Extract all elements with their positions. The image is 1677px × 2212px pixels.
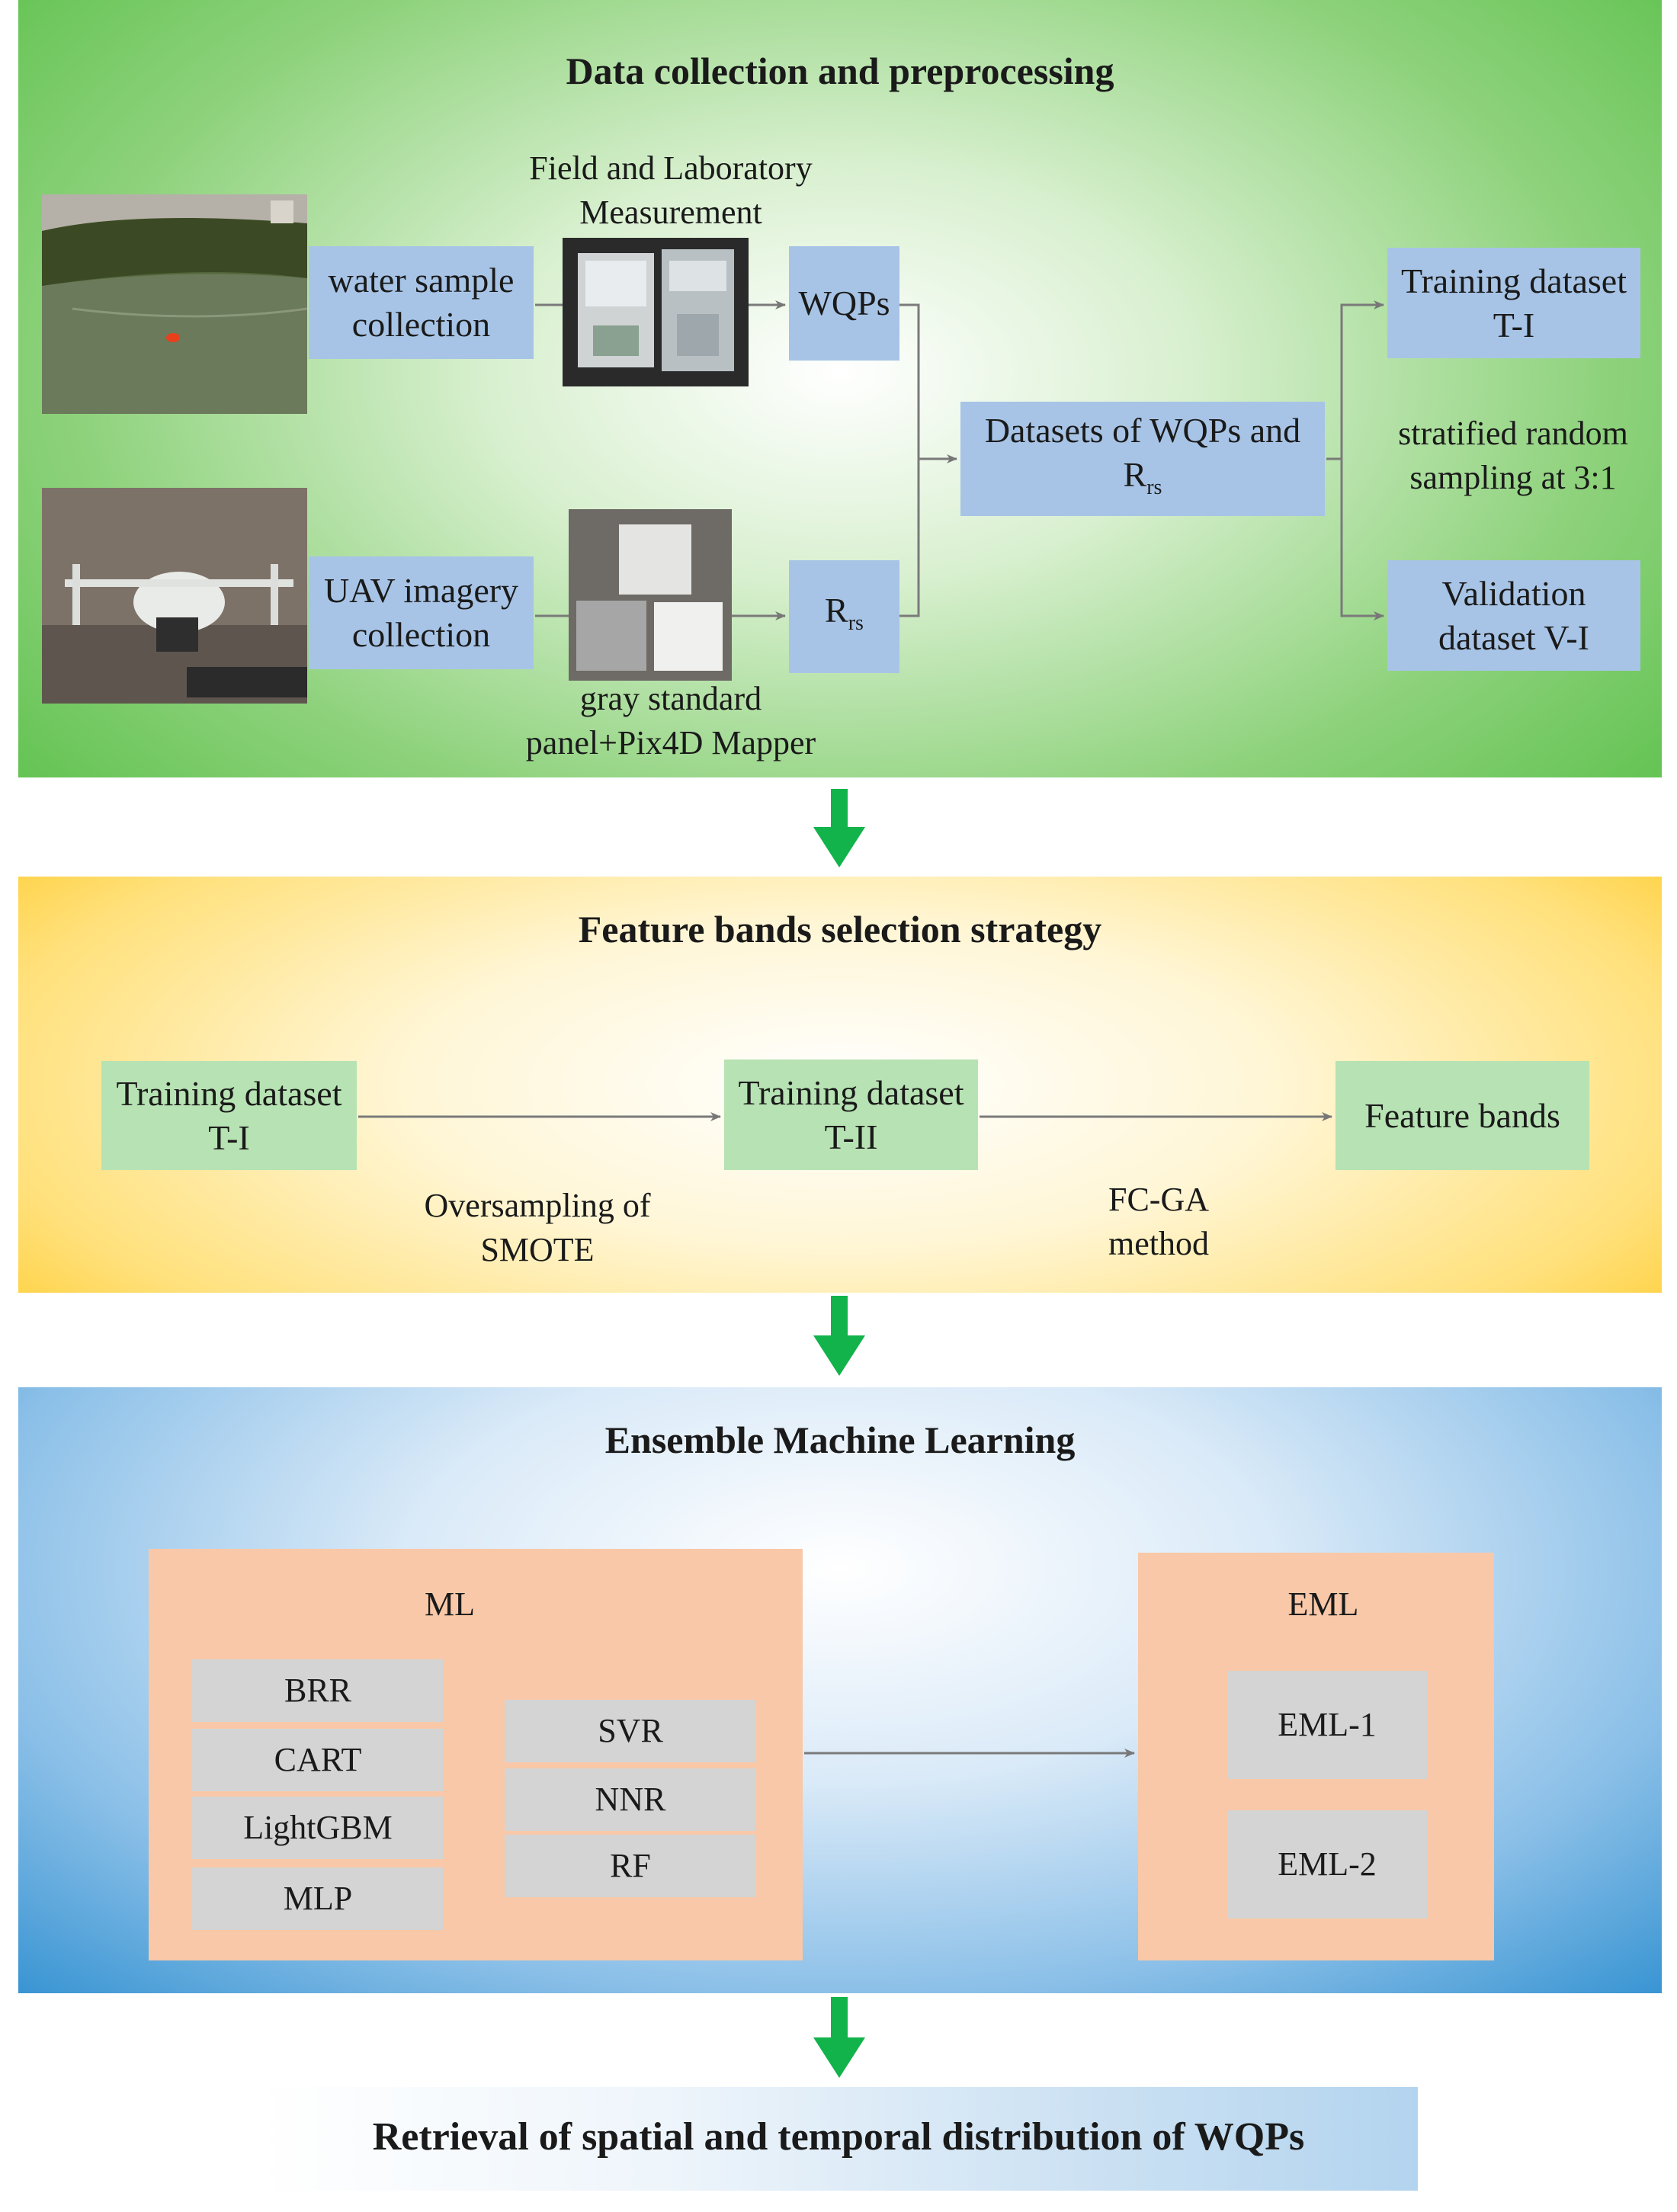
section2-title: Feature bands selection strategy <box>578 908 1102 951</box>
ml-label: ML <box>425 1585 475 1623</box>
eml-item-1: EML-1 <box>1227 1671 1427 1779</box>
ml-item-mlp: MLP <box>192 1867 444 1930</box>
section1-title: Data collection and preprocessing <box>566 50 1114 92</box>
ml-item-brr: BRR <box>192 1659 444 1722</box>
section3-title: Ensemble Machine Learning <box>604 1419 1076 1461</box>
eml-label: EML <box>1287 1585 1359 1623</box>
section4-title: Retrieval of spatial and temporal distri… <box>372 2115 1305 2159</box>
lake-photo <box>42 194 307 414</box>
lab-instrument-photo <box>563 238 749 386</box>
ml-item-svr: SVR <box>505 1700 756 1762</box>
panel-retrieval: Retrieval of spatial and temporal distri… <box>259 2087 1418 2191</box>
gray-panel-photo <box>569 509 732 681</box>
uav-drone-photo <box>42 488 307 704</box>
rrs-box: Rrs <box>789 560 899 673</box>
feature-bands-box: Feature bands <box>1336 1061 1589 1170</box>
ml-item-cart: CART <box>192 1729 444 1791</box>
ml-item-nnr: NNR <box>505 1768 756 1831</box>
down-arrow-icon <box>813 785 865 2078</box>
eml-item-2: EML-2 <box>1227 1810 1427 1919</box>
wqps-box: WQPs <box>789 246 899 361</box>
ml-item-rf: RF <box>505 1835 756 1897</box>
ml-item-lightgbm: LightGBM <box>192 1797 444 1859</box>
